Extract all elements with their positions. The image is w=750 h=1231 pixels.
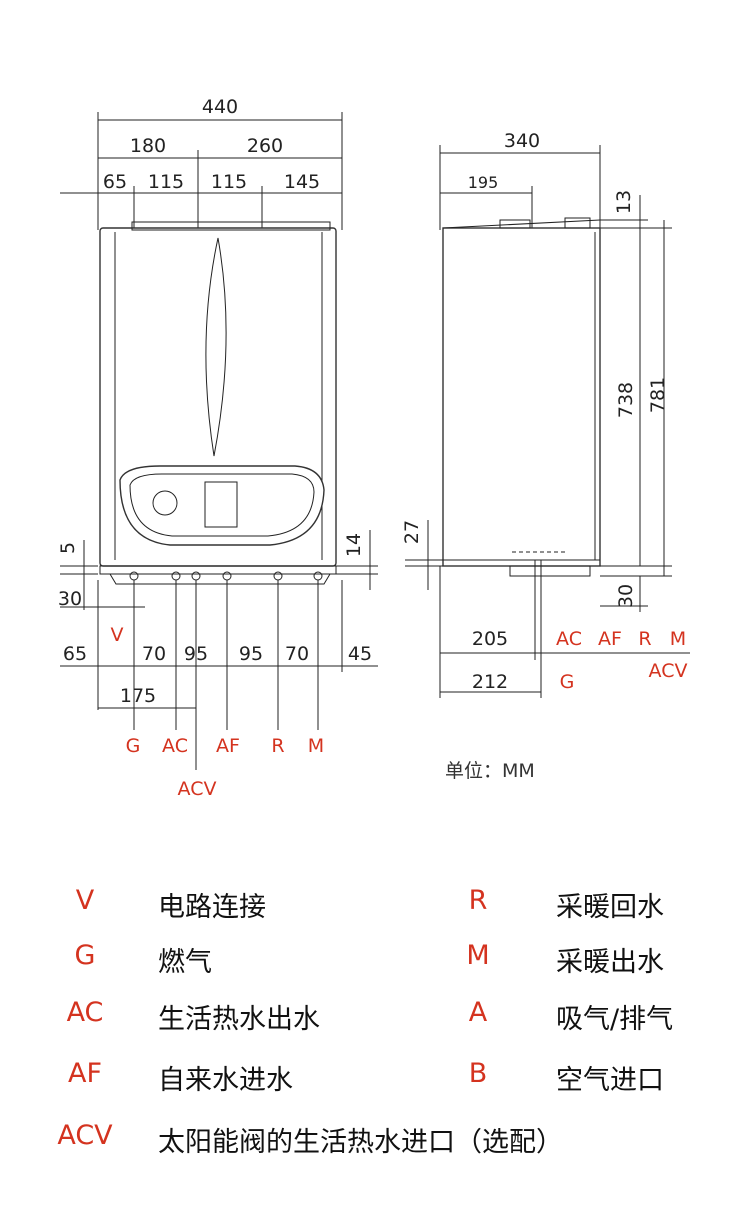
display-window (204, 481, 238, 528)
dim-front-115-a: 115 (148, 171, 184, 193)
legend-code: G (74, 940, 96, 971)
dim-front-65-bottom: 65 (63, 643, 87, 665)
front-view: 440 180 260 65 115 115 145 5 30 (57, 96, 378, 800)
pressure-gauge-icon (152, 490, 178, 516)
label-front-ac: AC (162, 735, 188, 757)
side-boiler-body (442, 227, 601, 567)
legend-code: V (75, 885, 95, 916)
label-side-af: AF (598, 628, 622, 650)
legend-text: 电路连接 (158, 892, 266, 923)
label-side-g: G (560, 671, 575, 693)
label-front-g: G (126, 735, 141, 757)
dim-front-65-top: 65 (103, 171, 127, 193)
label-front-m: M (308, 735, 324, 757)
side-view: 340 195 13 738 781 27 30 (401, 130, 690, 782)
dim-front-260: 260 (247, 135, 283, 157)
legend-code: R (468, 885, 488, 916)
legend-text: 采暖回水 (556, 892, 664, 923)
dim-front-115-b: 115 (211, 171, 247, 193)
dim-front-30: 30 (58, 588, 82, 610)
label-side-ac: AC (556, 628, 582, 650)
dim-front-70-a: 70 (142, 643, 166, 665)
label-side-r: R (638, 628, 651, 650)
dim-side-781: 781 (647, 377, 669, 413)
front-panel-curve (205, 237, 227, 457)
dim-side-212: 212 (472, 671, 508, 693)
legend-code: AC (66, 997, 104, 1028)
dim-side-195: 195 (468, 173, 499, 192)
legend-code: ACV (57, 1120, 113, 1151)
legend-text: 空气进口 (556, 1065, 664, 1096)
legend-text: 自来水进水 (158, 1065, 293, 1096)
label-front-v: V (111, 624, 124, 646)
label-front-r: R (271, 735, 284, 757)
legend-code: M (466, 940, 490, 971)
legend-text: 太阳能阀的生活热水进口（选配） (158, 1127, 563, 1158)
dim-front-45: 45 (348, 643, 372, 665)
dim-side-30: 30 (615, 584, 637, 608)
dim-side-205: 205 (472, 628, 508, 650)
dim-front-145: 145 (284, 171, 320, 193)
dim-side-738: 738 (615, 382, 637, 418)
dim-front-5: 5 (57, 542, 79, 554)
dim-front-95-b: 95 (239, 643, 263, 665)
dim-side-depth: 340 (504, 130, 540, 152)
dim-front-95-a: 95 (184, 643, 208, 665)
legend-text: 生活热水出水 (158, 1004, 320, 1035)
dim-side-27: 27 (401, 520, 423, 544)
dim-front-175: 175 (120, 685, 156, 707)
boiler-dimension-drawing: 440 180 260 65 115 115 145 5 30 (57, 96, 690, 800)
dim-front-70-b: 70 (285, 643, 309, 665)
label-front-acv: ACV (178, 778, 217, 800)
legend-code: AF (67, 1058, 102, 1089)
unit-label: 单位：MM (445, 760, 535, 782)
dim-front-width: 440 (202, 96, 238, 118)
legend-code: A (468, 997, 488, 1028)
legend-code: B (468, 1058, 488, 1089)
control-panel (119, 465, 325, 546)
dim-front-180: 180 (130, 135, 166, 157)
legend-text: 燃气 (158, 947, 212, 978)
label-front-af: AF (216, 735, 240, 757)
label-side-acv: ACV (649, 660, 688, 682)
label-side-m: M (670, 628, 686, 650)
legend-text: 吸气/排气 (556, 1004, 674, 1035)
legend-text: 采暖出水 (556, 947, 664, 978)
dim-side-13: 13 (613, 190, 635, 214)
dim-front-14: 14 (343, 533, 365, 557)
